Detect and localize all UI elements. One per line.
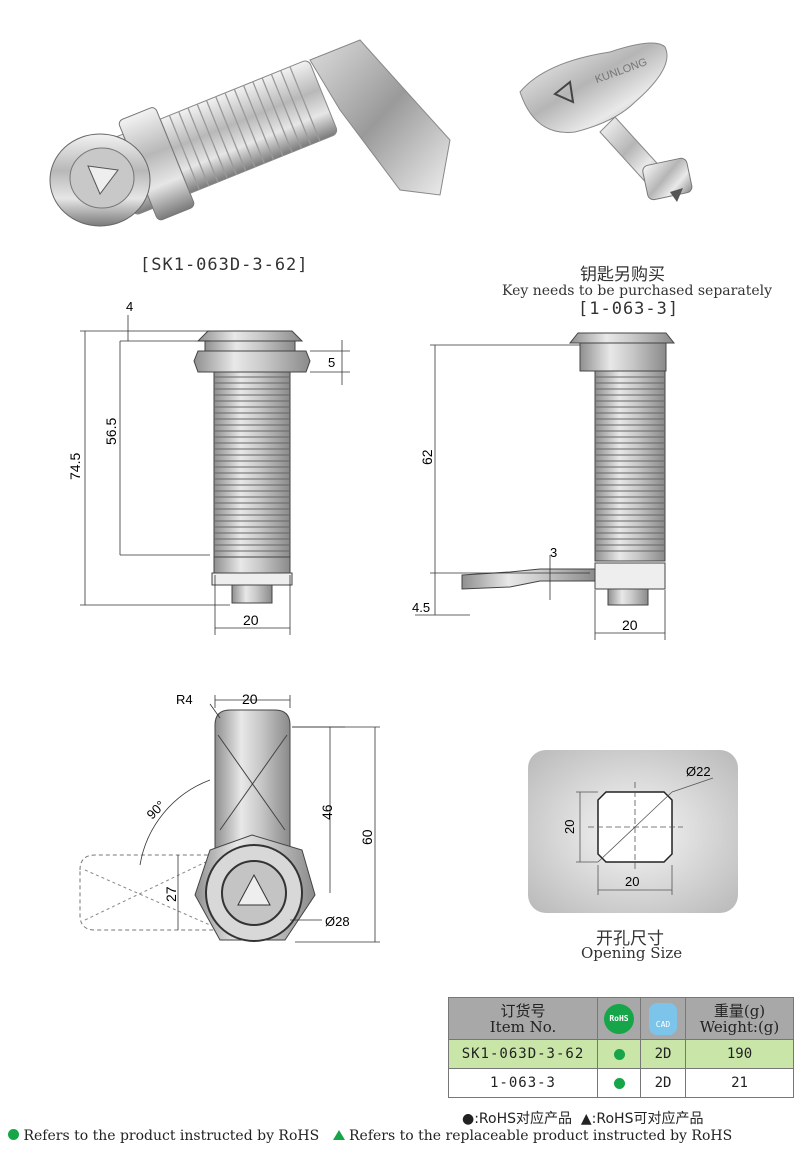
header-item-en: Item No.: [489, 1017, 557, 1036]
top-dim-60: 60: [359, 829, 375, 845]
opening-size-en: Opening Size: [581, 944, 683, 962]
row-weight: 21: [685, 1068, 794, 1098]
table-row: 1-063-3 2D 21: [448, 1068, 794, 1098]
header-cad: CAD: [640, 997, 686, 1040]
front-dim-56-5: 56.5: [103, 418, 119, 445]
side-dim-20: 20: [622, 617, 638, 633]
rohs-triangle-icon: [332, 1130, 345, 1140]
opening-size-drawing: Ø22 20 20: [528, 750, 738, 913]
header-weight: 重量(g) Weight:(g): [685, 997, 794, 1040]
front-dim-74-5: 74.5: [67, 453, 83, 480]
top-dim-20: 20: [242, 691, 258, 707]
key-caption-cn: 钥匙另购买: [580, 265, 665, 285]
header-weight-cn: 重量(g): [713, 1001, 766, 1020]
rohs-dot-icon: [8, 1129, 19, 1140]
header-item: 订货号 Item No.: [448, 997, 598, 1040]
top-view-drawing: R4 20 90° 46 60 27 Ø28: [79, 691, 380, 943]
top-dim-r4: R4: [176, 692, 193, 707]
header-rohs: RoHS: [597, 997, 641, 1040]
legend-en: Refers to the product instructed by RoHS…: [8, 1128, 732, 1144]
row-rohs: [597, 1039, 641, 1069]
model-caption: [SK1-063D-3-62]: [140, 255, 309, 275]
side-dim-62: 62: [419, 449, 435, 465]
side-dim-3: 3: [550, 545, 557, 560]
legend-en-dot: Refers to the product instructed by RoHS: [23, 1128, 320, 1144]
side-view-drawing: 62 3 4.5 20: [412, 332, 676, 640]
front-dim-20: 20: [243, 612, 259, 628]
key-model-caption: [1-063-3]: [578, 299, 680, 319]
key-caption-en: Key needs to be purchased separately: [502, 283, 772, 299]
row-item: 1-063-3: [448, 1068, 598, 1098]
front-dim-4: 4: [126, 299, 133, 314]
top-dim-o28: Ø28: [325, 914, 350, 929]
row-cad: 2D: [640, 1039, 686, 1069]
front-dim-5: 5: [328, 355, 335, 370]
row-rohs: [597, 1068, 641, 1098]
side-dim-4-5: 4.5: [412, 600, 430, 615]
lock-photo: [49, 39, 451, 227]
row-item: SK1-063D-3-62: [448, 1039, 598, 1069]
opening-dim-20-h: 20: [625, 874, 639, 889]
opening-dim-o22: Ø22: [686, 764, 711, 779]
header-weight-en: Weight:(g): [699, 1017, 780, 1036]
table-row: SK1-063D-3-62 2D 190: [448, 1039, 794, 1069]
rohs-dot-icon: [613, 1048, 625, 1060]
top-dim-27: 27: [163, 886, 179, 902]
row-cad: 2D: [640, 1068, 686, 1098]
legend-en-tri: Refers to the replaceable product instru…: [349, 1128, 733, 1144]
legend-cn: ●:RoHS对应产品 ▲:RoHS可对应产品: [462, 1111, 704, 1127]
rohs-icon: RoHS: [604, 1003, 634, 1034]
row-weight: 190: [685, 1039, 794, 1069]
top-dim-46: 46: [319, 804, 335, 820]
opening-size-cn: 开孔尺寸: [596, 929, 664, 949]
opening-dim-20-v: 20: [562, 820, 577, 834]
front-view-drawing: 4 5 56.5 74.5 20: [67, 299, 350, 635]
rohs-dot-icon: [613, 1077, 625, 1089]
header-item-cn: 订货号: [500, 1001, 546, 1020]
spec-table: 订货号 Item No. RoHS CAD 重量(g) Weight:(g) S…: [448, 997, 794, 1098]
cad-icon: CAD: [649, 1002, 677, 1035]
key-photo: KUNLONG: [519, 42, 693, 202]
top-dim-90deg: 90°: [144, 798, 169, 823]
